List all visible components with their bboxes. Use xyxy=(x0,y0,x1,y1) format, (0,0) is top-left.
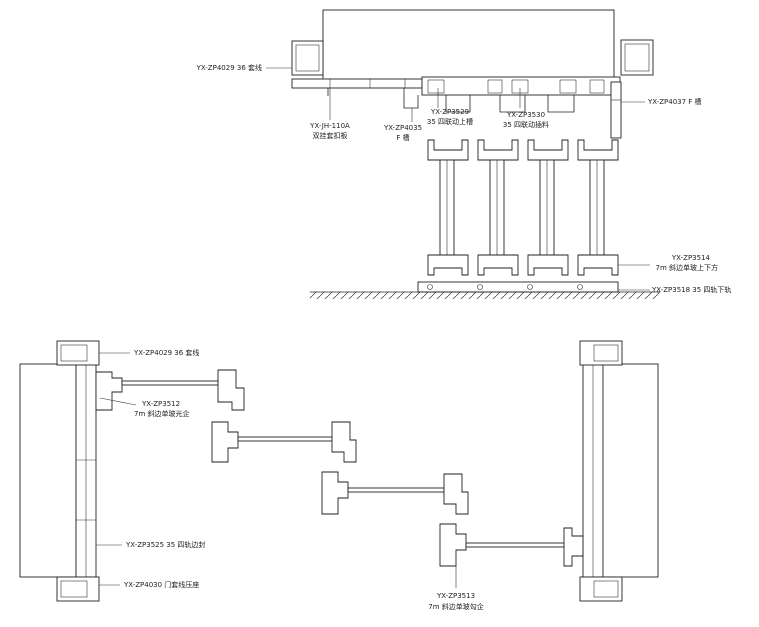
jh110a-profile xyxy=(291,78,423,89)
label-zp3512-desc: 7m 斜边单玻光企 xyxy=(134,409,190,418)
label-zp3530-code: YX-ZP3530 xyxy=(506,111,545,119)
label-zp3529-desc: 35 四联动上槽 xyxy=(427,117,473,126)
casing-right-top xyxy=(579,340,623,366)
brick-wall-top xyxy=(322,9,615,82)
label-zp4035-code: YX-ZP4035 xyxy=(383,124,422,132)
label-zp4035-desc: F 槽 xyxy=(396,133,409,142)
sash-columns xyxy=(427,139,619,276)
f-slot-profile xyxy=(403,88,419,109)
label-zp3513-desc: 7m 斜边单玻勾企 xyxy=(428,602,484,611)
label-zp4029-top: YX-ZP4029 36 套线 xyxy=(196,63,262,72)
label-zp4030: YX-ZP4030 门套线压座 xyxy=(123,580,199,589)
label-zp3514-code: YX-ZP3514 xyxy=(671,254,711,262)
bottom-track-profile xyxy=(417,281,619,293)
sash-panel-1 xyxy=(95,369,245,411)
zp4037-profile xyxy=(610,81,622,139)
brick-wall-left xyxy=(19,363,77,578)
label-zp3529-code: YX-ZP3529 xyxy=(430,108,469,116)
brick-wall-right xyxy=(601,363,659,578)
sash-panel-3 xyxy=(321,471,469,515)
label-zp4029-plan: YX-ZP4029 36 套线 xyxy=(133,348,199,357)
sash-panel-2 xyxy=(211,421,357,463)
vertical-section: YX-ZP4029 36 套线 YX-JH-110A 双挂套扣板 YX-ZP40… xyxy=(196,9,731,299)
label-zp3512-code: YX-ZP3512 xyxy=(141,400,180,408)
label-zp3530-desc: 35 四联动插料 xyxy=(503,120,549,129)
ground-hatch xyxy=(310,292,660,299)
casing-left xyxy=(291,40,324,76)
zp4029-casing-left xyxy=(56,340,100,366)
label-zp3513-code: YX-ZP3513 xyxy=(436,592,475,600)
horizontal-section: YX-ZP4029 36 套线 YX-ZP3512 7m 斜边单玻光企 YX-Z… xyxy=(19,340,659,611)
casing-right xyxy=(620,39,654,76)
casing-right-bottom xyxy=(579,576,623,602)
label-jh110a-desc: 双挂套扣板 xyxy=(313,131,348,140)
zp4030-casing-left xyxy=(56,576,100,602)
label-jh110a-code: YX-JH-110A xyxy=(309,122,350,130)
label-zp3518: YX-ZP3518 35 四轨下轨 xyxy=(651,285,731,294)
label-zp3525: YX-ZP3525 35 四轨边封 xyxy=(125,540,205,549)
label-zp4037: YX-ZP4037 F 槽 xyxy=(647,97,702,106)
sash-panel-4 xyxy=(439,523,584,567)
label-zp3514-desc: 7m 斜边单玻上下方 xyxy=(656,263,719,272)
